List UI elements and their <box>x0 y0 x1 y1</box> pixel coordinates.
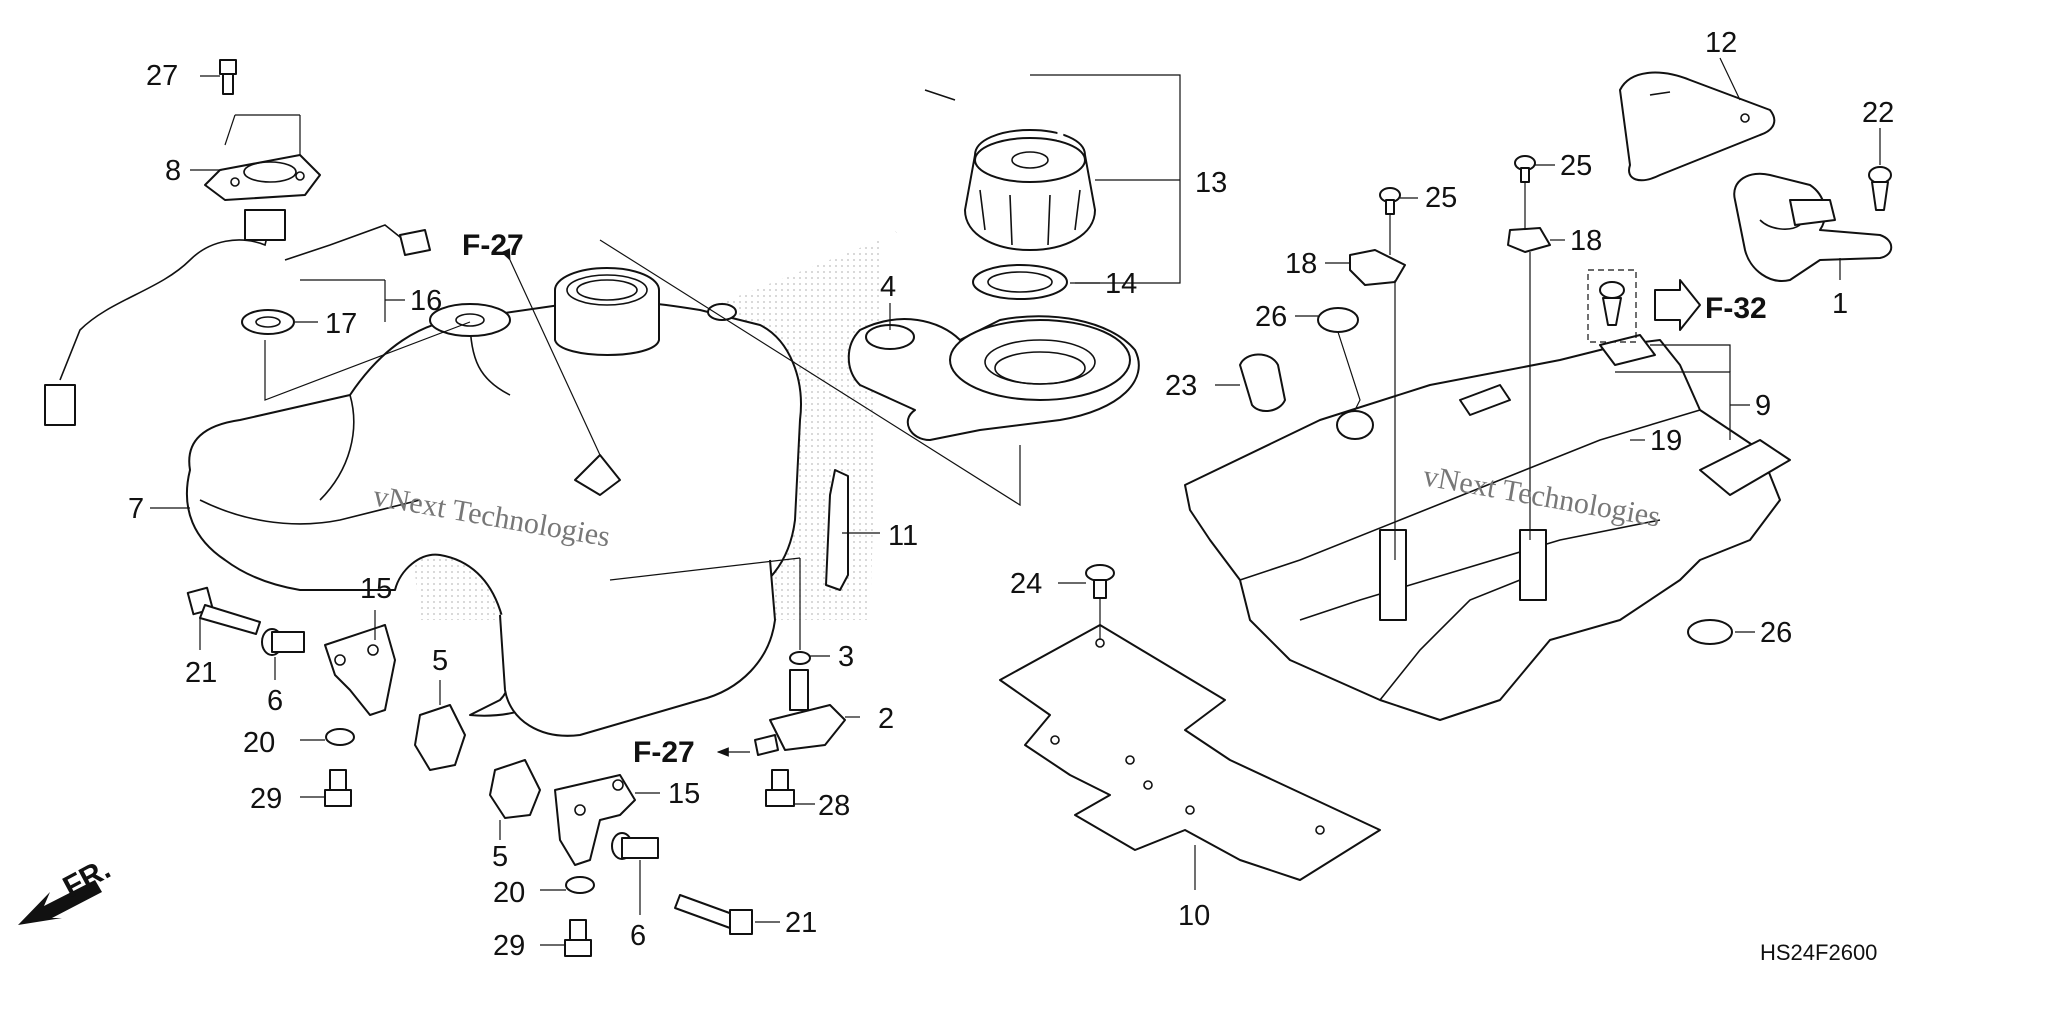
washer-3[interactable] <box>789 651 811 665</box>
fuel-tank[interactable] <box>185 267 802 737</box>
leader-lines <box>150 57 1881 946</box>
front-arrow: FR. <box>18 852 116 925</box>
callout-13: 13 <box>1195 167 1227 199</box>
screw-25-left[interactable] <box>1379 187 1401 215</box>
grommet-26-top[interactable] <box>1317 307 1359 333</box>
callout-16: 16 <box>410 285 442 317</box>
heat-guard-plate[interactable] <box>999 624 1381 881</box>
callout-10: 10 <box>1178 900 1210 932</box>
bracket-15-left[interactable] <box>324 624 396 716</box>
callout-2: 2 <box>878 703 894 735</box>
fuel-pump-wiring[interactable] <box>44 209 431 426</box>
callout-3: 3 <box>838 641 854 673</box>
clip-22[interactable] <box>1868 166 1892 211</box>
fuel-cap[interactable] <box>964 129 1096 251</box>
ref-arrow-f32[interactable] <box>1654 279 1701 331</box>
ref-f32[interactable]: F-32 <box>1705 292 1767 325</box>
callout-20-left: 20 <box>243 727 275 759</box>
callout-9: 9 <box>1755 390 1771 422</box>
ref-f27-bottom[interactable]: F-27 <box>633 736 695 769</box>
callout-5-left: 5 <box>432 645 448 677</box>
clip-24[interactable] <box>1085 564 1115 599</box>
callout-18-right: 18 <box>1570 225 1602 257</box>
callout-15-left: 15 <box>360 573 392 605</box>
cover-1[interactable] <box>1733 172 1893 282</box>
bolt-28[interactable] <box>765 769 795 807</box>
bolt-27[interactable] <box>219 59 237 95</box>
grommet-26-right[interactable] <box>1687 619 1733 645</box>
fuel-valve-2[interactable] <box>754 669 846 756</box>
callout-21-bottom: 21 <box>785 907 817 939</box>
ref-f27-top[interactable]: F-27 <box>462 229 524 262</box>
callout-26-top: 26 <box>1255 301 1287 333</box>
callout-24: 24 <box>1010 568 1042 600</box>
callout-29-left: 29 <box>250 783 282 815</box>
bracket-15-bottom[interactable] <box>554 774 636 866</box>
clamp-23[interactable] <box>1239 353 1286 412</box>
cap-base[interactable] <box>847 315 1140 441</box>
collar-6-left[interactable] <box>261 628 305 656</box>
callout-27: 27 <box>146 60 178 92</box>
callout-22: 22 <box>1862 97 1894 129</box>
callout-29-bottom: 29 <box>493 930 525 962</box>
bolt-21-bottom[interactable] <box>674 894 753 935</box>
callout-25-right: 25 <box>1560 150 1592 182</box>
clip-18-right[interactable] <box>1507 227 1551 253</box>
callout-6-left: 6 <box>267 685 283 717</box>
callout-6-bottom: 6 <box>630 920 646 952</box>
callout-labels: 27 8 16 17 7 21 6 15 20 29 5 5 15 20 29 … <box>128 27 1894 962</box>
under-tray[interactable] <box>1184 334 1791 721</box>
callout-18-left: 18 <box>1285 248 1317 280</box>
callout-4: 4 <box>880 271 896 303</box>
callout-12: 12 <box>1705 27 1737 59</box>
bolt-21-left[interactable] <box>186 586 261 635</box>
callout-14: 14 <box>1105 268 1137 300</box>
diagram-code: HS24F2600 <box>1760 940 1877 965</box>
callout-26-right: 26 <box>1760 617 1792 649</box>
callout-21-left: 21 <box>185 657 217 689</box>
section-refs: F-27 F-27 F-32 <box>462 229 1767 769</box>
screw-25-right[interactable] <box>1514 155 1536 183</box>
clip-18-left[interactable] <box>1349 249 1406 286</box>
callout-8: 8 <box>165 155 181 187</box>
callout-19: 19 <box>1650 425 1682 457</box>
rubber-mount-5-left[interactable] <box>414 704 466 771</box>
bolt-29-bottom[interactable] <box>564 919 592 957</box>
breather-hose[interactable] <box>893 6 1069 233</box>
callout-23: 23 <box>1165 370 1197 402</box>
callout-20-bottom: 20 <box>493 877 525 909</box>
rubber-mount-5-bottom[interactable] <box>489 759 541 819</box>
callout-15-bottom: 15 <box>668 778 700 810</box>
callout-5-bottom: 5 <box>492 841 508 873</box>
bracket-12[interactable] <box>1619 71 1776 182</box>
callout-28: 28 <box>818 790 850 822</box>
fuel-pump-plate[interactable] <box>204 154 321 201</box>
strap-11[interactable] <box>825 469 849 591</box>
seal-17[interactable] <box>241 309 295 335</box>
callout-17: 17 <box>325 308 357 340</box>
callout-11: 11 <box>888 520 918 552</box>
clip-f32[interactable] <box>1587 269 1637 343</box>
washer-20-left[interactable] <box>325 728 355 746</box>
callout-7: 7 <box>128 493 144 525</box>
washer-20-bottom[interactable] <box>565 876 595 894</box>
callout-1: 1 <box>1832 288 1848 320</box>
callout-25-left: 25 <box>1425 182 1457 214</box>
bolt-29-left[interactable] <box>324 769 352 807</box>
collar-6-bottom[interactable] <box>611 832 659 860</box>
cap-seal[interactable] <box>972 264 1068 300</box>
